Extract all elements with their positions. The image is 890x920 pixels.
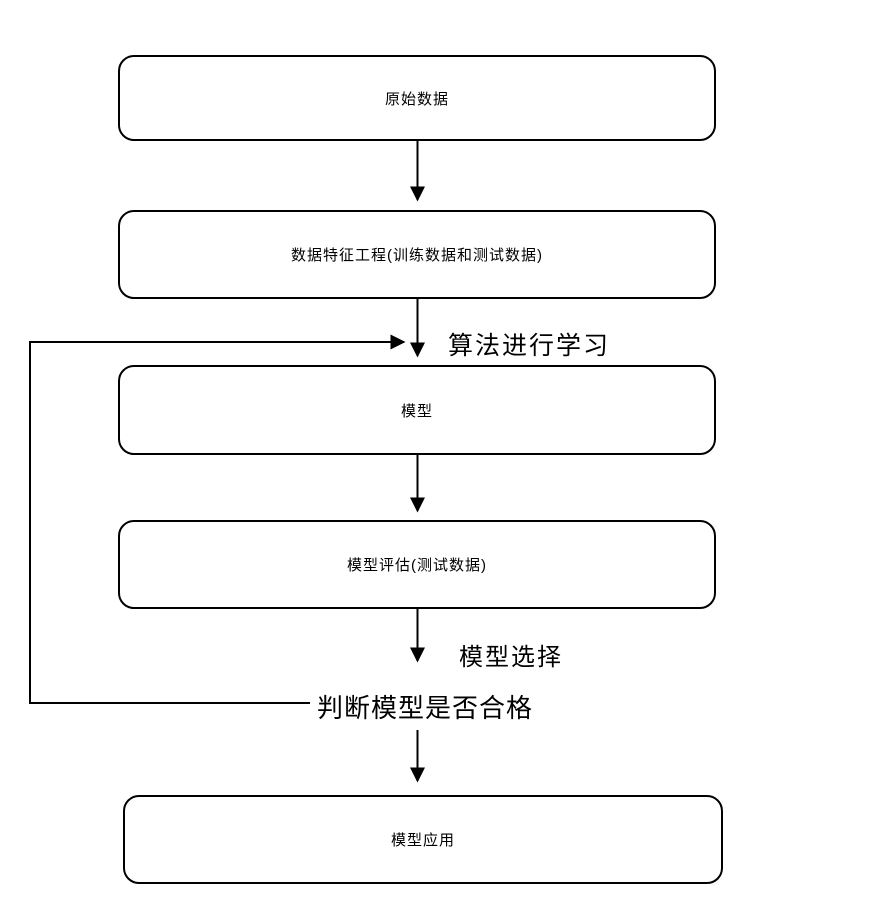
edge-label-model-selection: 模型选择 <box>459 644 563 671</box>
node-model-evaluation: 模型评估(测试数据) <box>118 520 716 609</box>
node-model-label: 模型 <box>400 402 433 420</box>
node-model-application: 模型应用 <box>123 795 723 884</box>
edge-label-algorithm-learning: 算法进行学习 <box>448 332 611 360</box>
feedback-loop-judge-to-model <box>29 334 406 704</box>
node-raw-data: 原始数据 <box>118 55 716 141</box>
edge-label-judge-model-qualified: 判断模型是否合格 <box>317 693 534 723</box>
node-feature-engineering-label: 数据特征工程(训练数据和测试数据) <box>291 247 543 264</box>
node-model-evaluation-label: 模型评估(测试数据) <box>347 557 487 574</box>
node-raw-data-label: 原始数据 <box>384 90 449 108</box>
node-model-application-label: 模型应用 <box>390 832 455 849</box>
node-model: 模型 <box>118 365 716 455</box>
node-feature-engineering: 数据特征工程(训练数据和测试数据) <box>118 210 716 299</box>
